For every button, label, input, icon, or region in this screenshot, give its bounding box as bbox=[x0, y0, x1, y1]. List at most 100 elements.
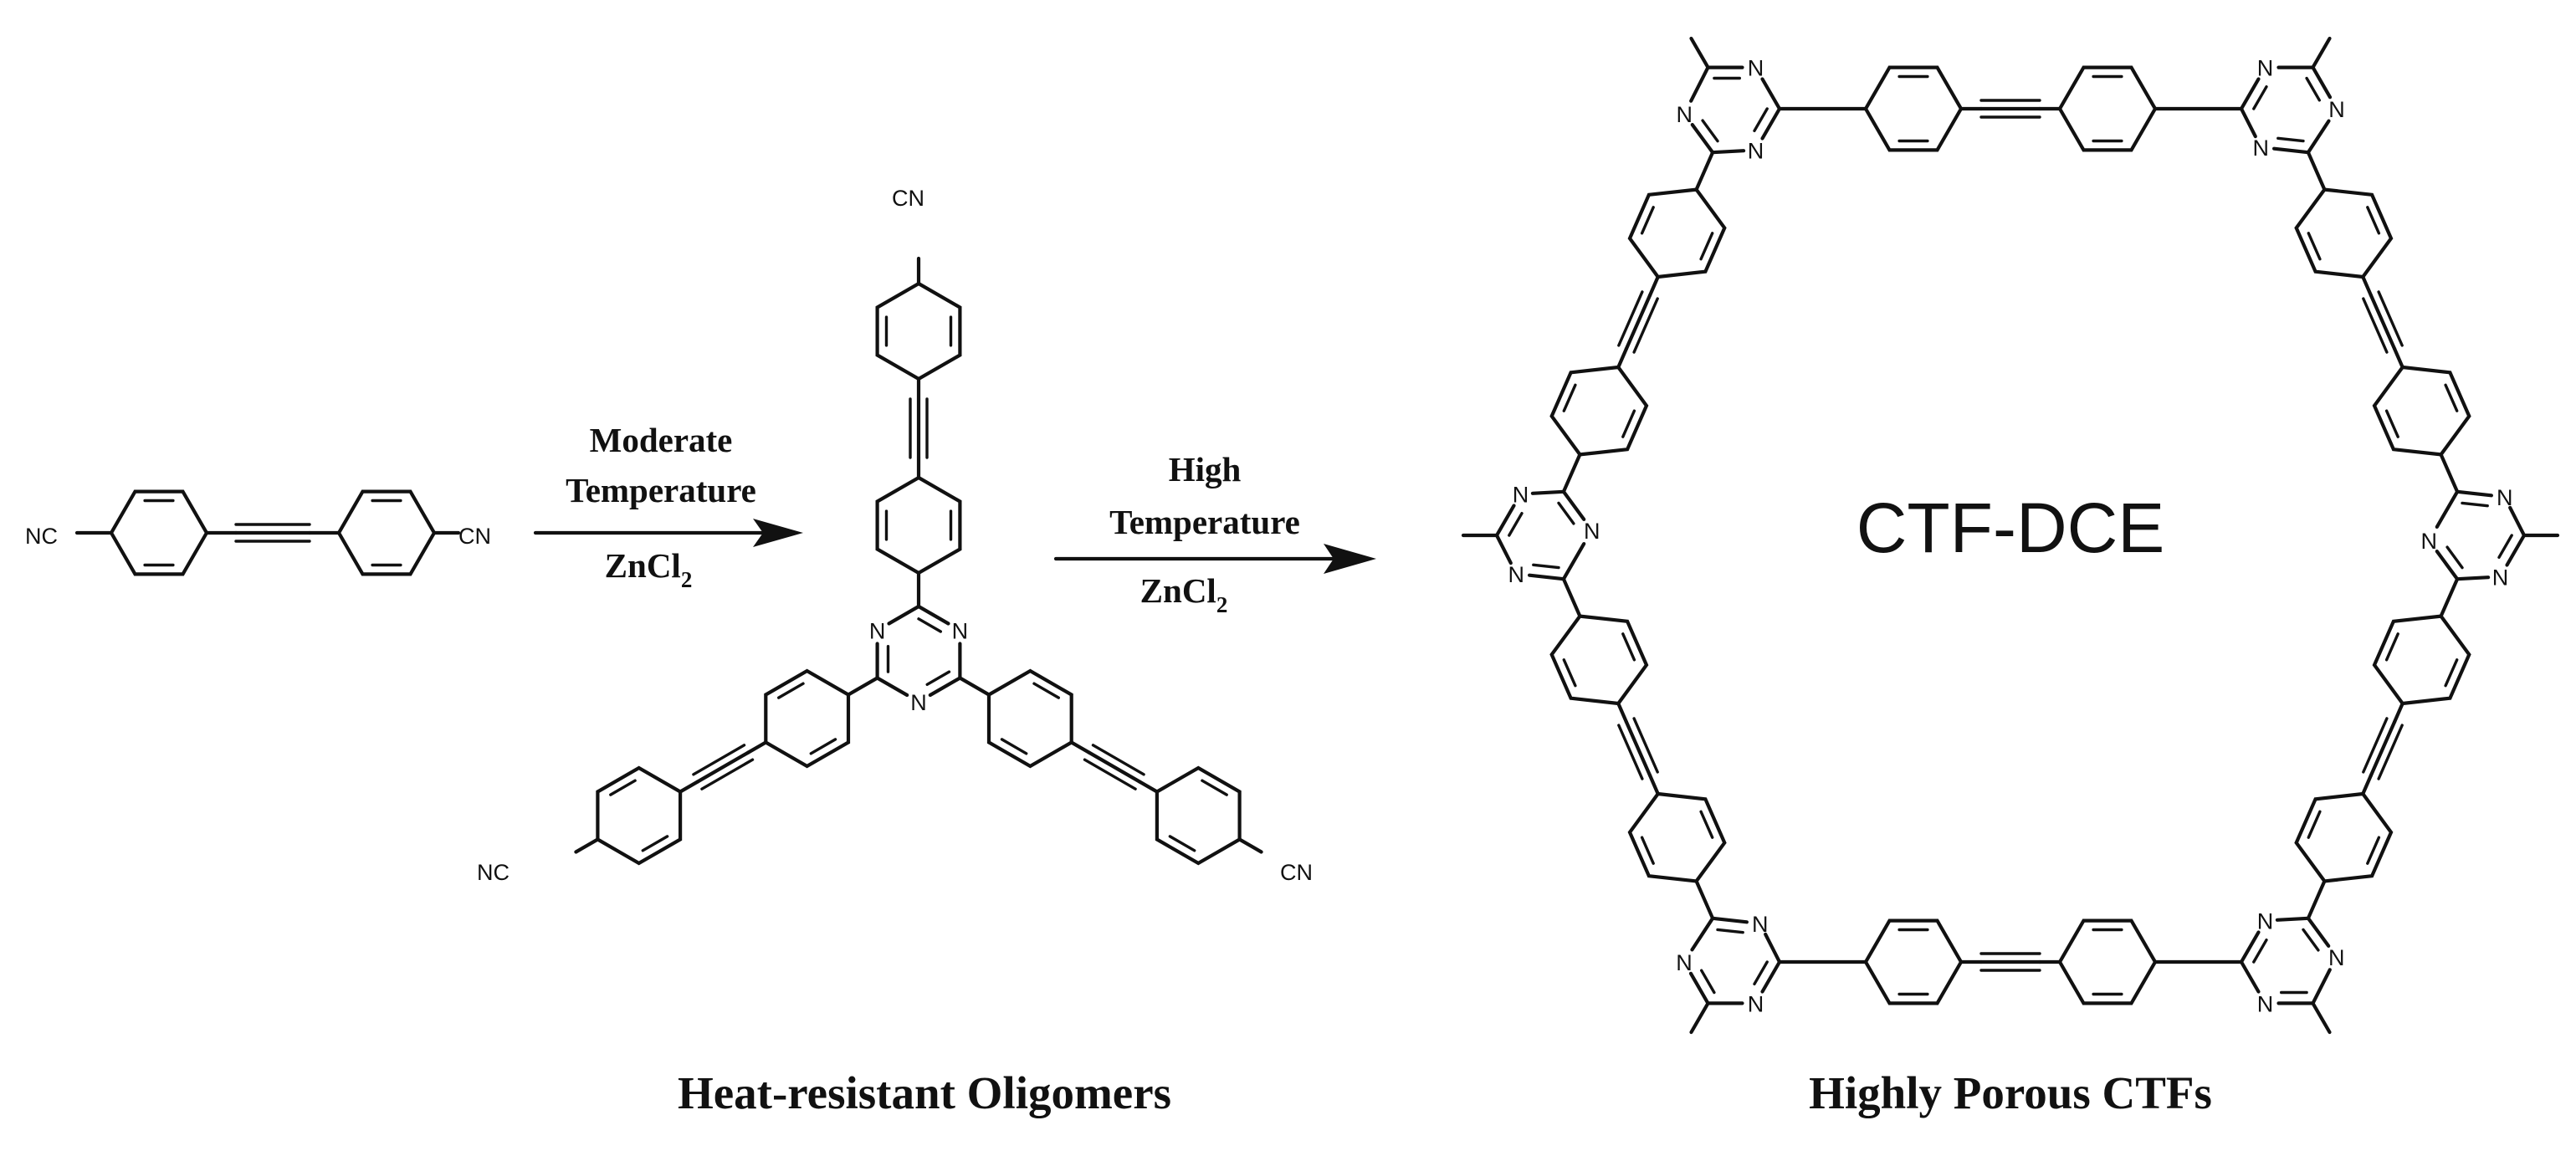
reaction-arrow-2-head bbox=[1324, 544, 1376, 574]
ring-outline bbox=[2057, 918, 2158, 1005]
benzene-ring bbox=[2372, 614, 2471, 706]
bond bbox=[1083, 758, 1137, 790]
triazine-n-atom: N bbox=[1748, 138, 1764, 163]
bond bbox=[1710, 149, 1746, 155]
triazine-n-atom: N bbox=[1748, 991, 1764, 1016]
triazine-n-atom: N bbox=[1513, 483, 1529, 508]
ring-double-bond bbox=[1640, 836, 1655, 865]
benzene-ring bbox=[2372, 365, 2471, 457]
ring-double-bond bbox=[1753, 960, 1769, 986]
benzene-ring bbox=[336, 489, 437, 576]
ring-double-bond bbox=[1532, 563, 1560, 570]
bond bbox=[2306, 151, 2327, 192]
bond bbox=[1760, 959, 1782, 994]
triazine-n-atom: N bbox=[2253, 136, 2270, 161]
ring-double-bond bbox=[1562, 383, 1577, 412]
triazine-n-atom: N bbox=[1508, 562, 1525, 587]
bond bbox=[2239, 106, 2257, 139]
ring-double-bond bbox=[1557, 501, 1575, 525]
ring-double-bond bbox=[1032, 682, 1061, 699]
bond bbox=[2362, 297, 2389, 354]
ring-outline bbox=[1627, 187, 1727, 279]
ring-double-bond bbox=[2305, 76, 2322, 102]
triazine-n-atom: N bbox=[2257, 909, 2274, 934]
bond bbox=[928, 676, 962, 698]
bond bbox=[1647, 274, 1660, 298]
ring-outline bbox=[109, 489, 209, 576]
bond bbox=[2239, 77, 2261, 111]
ring-double-bond bbox=[809, 738, 837, 755]
bond bbox=[1561, 577, 1582, 618]
benzene-ring bbox=[1863, 65, 1964, 152]
bond bbox=[2306, 119, 2331, 155]
bond bbox=[1690, 916, 1715, 952]
bond bbox=[1527, 573, 1566, 581]
bond bbox=[2456, 489, 2493, 498]
bond bbox=[2393, 701, 2404, 724]
bond bbox=[1632, 717, 1659, 774]
ring-double-bond bbox=[2366, 206, 2381, 235]
bond bbox=[1764, 932, 1782, 964]
benzene-ring bbox=[1863, 918, 1964, 1005]
ring-outline bbox=[336, 489, 437, 576]
bond bbox=[2456, 576, 2491, 581]
bond bbox=[2369, 719, 2397, 778]
bond bbox=[1710, 916, 1749, 924]
ring-double-bond bbox=[1699, 232, 1714, 261]
step2-catalyst: ZnCl2 bbox=[1140, 571, 1228, 617]
triazine-n-atom: N bbox=[2328, 97, 2345, 122]
benzene-ring bbox=[2057, 65, 2158, 152]
benzene-ring bbox=[1155, 765, 1242, 866]
alkyne-triple-bond bbox=[692, 744, 755, 790]
bond bbox=[1561, 541, 1586, 581]
alkyne-triple-bond bbox=[909, 396, 929, 460]
bond bbox=[2311, 65, 2333, 100]
bond bbox=[2306, 916, 2331, 949]
bond bbox=[2362, 717, 2389, 774]
ring-double-bond bbox=[609, 779, 637, 796]
triazine-n-atom: N bbox=[952, 619, 969, 644]
bond bbox=[1647, 773, 1660, 796]
bond bbox=[2369, 293, 2397, 351]
ring-double-bond bbox=[1201, 779, 1228, 796]
triazine-n-atom: N bbox=[869, 619, 886, 644]
bond bbox=[1617, 290, 1644, 347]
bond bbox=[1624, 293, 1652, 351]
bond bbox=[2435, 549, 2460, 581]
ring-outline bbox=[1155, 765, 1242, 866]
benzene-ring bbox=[1627, 791, 1727, 883]
alkyne-triple-bond bbox=[2362, 717, 2404, 780]
ring-outline bbox=[875, 475, 962, 576]
benzene-ring bbox=[2294, 187, 2394, 279]
alkyne-triple-bond bbox=[1979, 952, 2042, 972]
ring-outline bbox=[986, 668, 1073, 769]
triazine-ring: NNN bbox=[2239, 909, 2344, 1016]
triazine-n-atom: N bbox=[1748, 56, 1764, 81]
ring-double-bond bbox=[1168, 835, 1196, 852]
framework-extension-bond bbox=[1689, 36, 1710, 69]
ring-double-bond bbox=[1621, 632, 1636, 662]
ring-double-bond bbox=[1716, 928, 1744, 934]
bond bbox=[700, 758, 755, 790]
ring-outline bbox=[1863, 918, 1964, 1005]
ring-double-bond bbox=[1753, 107, 1769, 133]
bond bbox=[875, 676, 909, 698]
ring-outline bbox=[596, 765, 683, 866]
ring-double-bond bbox=[2384, 409, 2399, 438]
ring-double-bond bbox=[641, 835, 669, 852]
alkyne-triple-bond bbox=[1083, 744, 1145, 790]
ring-double-bond bbox=[925, 670, 951, 686]
ring-double-bond bbox=[2252, 938, 2268, 964]
bond bbox=[2239, 959, 2261, 994]
ring-outline bbox=[1549, 614, 1649, 706]
bond bbox=[1616, 346, 1629, 370]
triazine-n-atom: N bbox=[2257, 991, 2274, 1016]
bond bbox=[1688, 971, 1710, 1005]
bond bbox=[1494, 533, 1513, 565]
step1-catalyst: ZnCl2 bbox=[605, 546, 693, 592]
ring-double-bond bbox=[1699, 969, 1716, 995]
oligomer-nitrile-left: NC bbox=[477, 860, 510, 885]
bond bbox=[2393, 346, 2404, 370]
bond bbox=[887, 604, 921, 626]
